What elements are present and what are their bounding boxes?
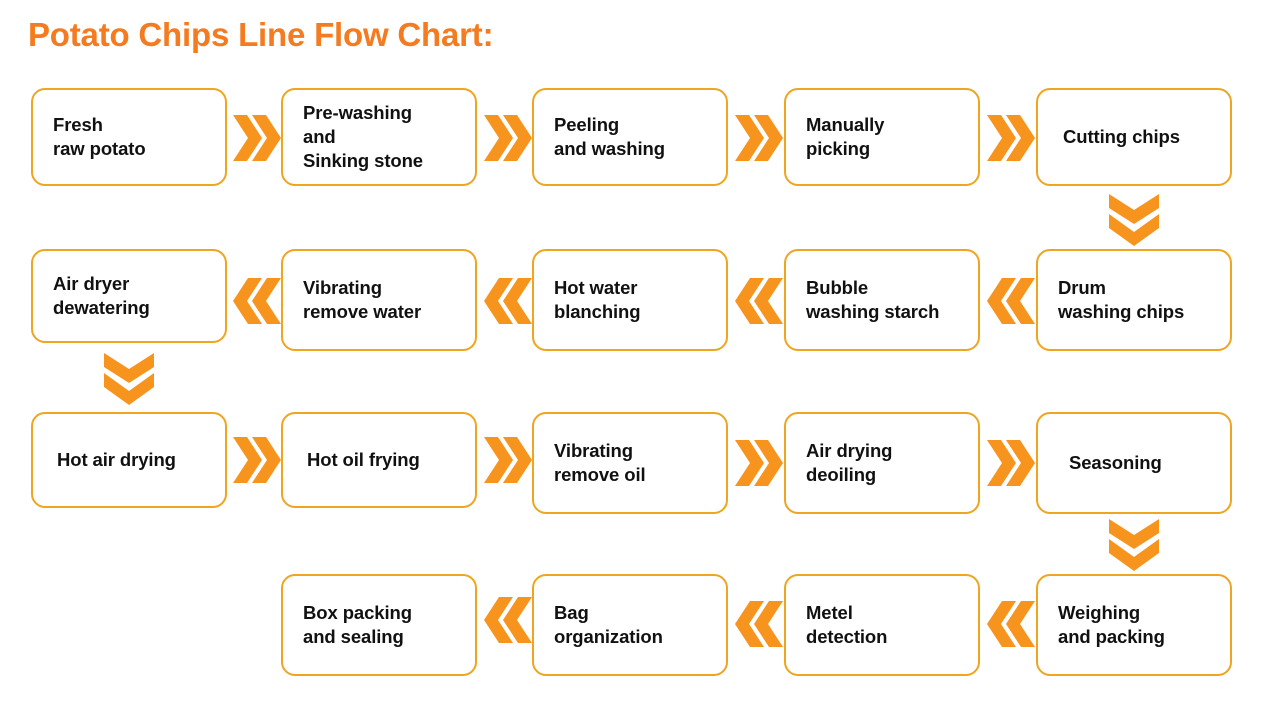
double-chevron-left-icon <box>232 275 282 327</box>
double-chevron-left-icon <box>986 598 1036 650</box>
flow-node-label: Fresh raw potato <box>53 113 146 159</box>
double-chevron-right-icon <box>734 112 784 164</box>
flow-node-peeling-and-washing[interactable]: Peeling and washing <box>532 88 728 186</box>
flow-node-manually-picking[interactable]: Manually picking <box>784 88 980 186</box>
flow-node-hot-water-blanching[interactable]: Hot water blanching <box>532 249 728 351</box>
flow-node-label: Pre-washing and Sinking stone <box>303 101 423 172</box>
flow-node-label: Cutting chips <box>1063 125 1180 147</box>
flow-node-drum-washing-chips[interactable]: Drum washing chips <box>1036 249 1232 351</box>
flow-node-label: Bag organization <box>554 601 663 647</box>
flow-node-bubble-washing-starch[interactable]: Bubble washing starch <box>784 249 980 351</box>
flow-node-box-packing-and-sealing[interactable]: Box packing and sealing <box>281 574 477 676</box>
flow-node-label: Vibrating remove water <box>303 276 422 322</box>
flow-node-hot-oil-frying[interactable]: Hot oil frying <box>281 412 477 508</box>
flow-node-label: Box packing and sealing <box>303 601 412 647</box>
flow-node-seasoning[interactable]: Seasoning <box>1036 412 1232 514</box>
double-chevron-right-icon <box>986 112 1036 164</box>
double-chevron-left-icon <box>734 275 784 327</box>
flow-node-label: Weighing and packing <box>1058 601 1165 647</box>
double-chevron-left-icon <box>483 594 533 646</box>
flow-node-weighing-and-packing[interactable]: Weighing and packing <box>1036 574 1232 676</box>
flow-node-label: Drum washing chips <box>1058 276 1185 322</box>
flow-node-label: Air dryer dewatering <box>53 272 150 318</box>
double-chevron-right-icon <box>734 437 784 489</box>
double-chevron-down-icon <box>101 352 157 406</box>
flow-node-label: Air drying deoiling <box>806 439 893 485</box>
flow-node-pre-washing-and-sinking-stone[interactable]: Pre-washing and Sinking stone <box>281 88 477 186</box>
flow-node-hot-air-drying[interactable]: Hot air drying <box>31 412 227 508</box>
flow-node-metel-detection[interactable]: Metel detection <box>784 574 980 676</box>
flow-node-air-dryer-dewatering[interactable]: Air dryer dewatering <box>31 249 227 343</box>
flow-node-label: Hot water blanching <box>554 276 641 322</box>
flow-node-vibrating-remove-oil[interactable]: Vibrating remove oil <box>532 412 728 514</box>
flow-node-label: Seasoning <box>1069 451 1162 473</box>
double-chevron-left-icon <box>986 275 1036 327</box>
flow-node-label: Hot oil frying <box>307 448 420 470</box>
flow-node-air-drying-deoiling[interactable]: Air drying deoiling <box>784 412 980 514</box>
flow-node-vibrating-remove-water[interactable]: Vibrating remove water <box>281 249 477 351</box>
double-chevron-down-icon <box>1106 518 1162 572</box>
flow-node-label: Vibrating remove oil <box>554 439 646 485</box>
flow-node-label: Peeling and washing <box>554 113 665 159</box>
flow-node-bag-organization[interactable]: Bag organization <box>532 574 728 676</box>
flow-node-cutting-chips[interactable]: Cutting chips <box>1036 88 1232 186</box>
double-chevron-right-icon <box>483 112 533 164</box>
flow-node-label: Bubble washing starch <box>806 276 940 322</box>
page-title: Potato Chips Line Flow Chart: <box>28 16 494 53</box>
flow-node-fresh-raw-potato[interactable]: Fresh raw potato <box>31 88 227 186</box>
flow-node-label: Manually picking <box>806 113 885 159</box>
double-chevron-left-icon <box>483 275 533 327</box>
double-chevron-right-icon <box>483 434 533 486</box>
double-chevron-right-icon <box>232 112 282 164</box>
double-chevron-left-icon <box>734 598 784 650</box>
flow-node-label: Hot air drying <box>57 448 176 470</box>
double-chevron-right-icon <box>986 437 1036 489</box>
double-chevron-down-icon <box>1106 193 1162 247</box>
flow-node-label: Metel detection <box>806 601 888 647</box>
double-chevron-right-icon <box>232 434 282 486</box>
